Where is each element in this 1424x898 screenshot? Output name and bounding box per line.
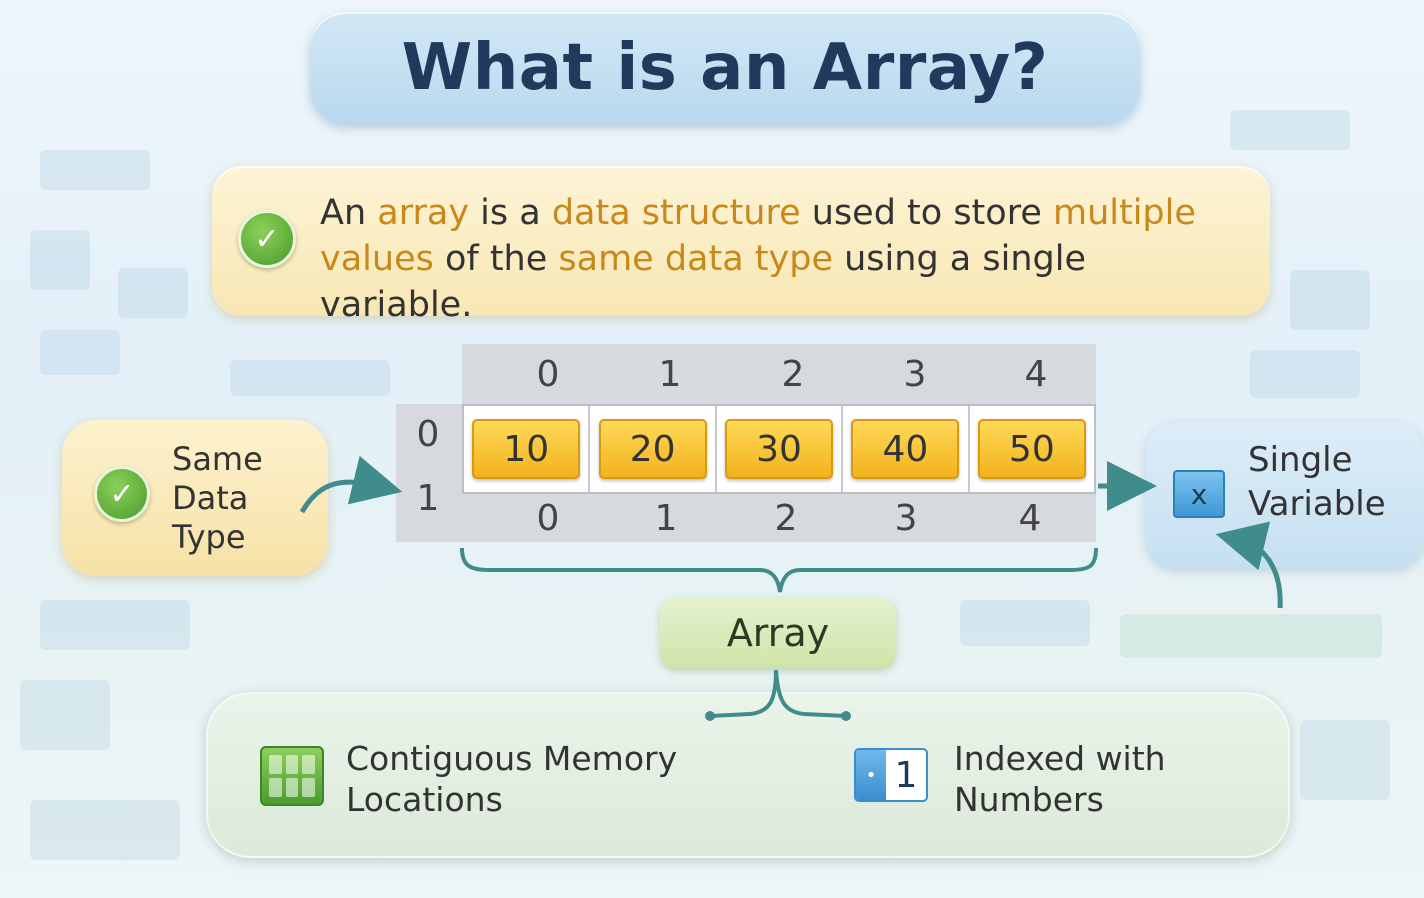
top-index: 1 xyxy=(658,354,682,395)
row-index: 1 xyxy=(416,478,440,519)
array-value: 40 xyxy=(851,419,960,479)
array-cell: 20 xyxy=(590,406,717,492)
variable-x-icon: x xyxy=(1173,470,1225,518)
features-box xyxy=(206,692,1290,858)
same-data-type-line: Type xyxy=(172,518,246,556)
index-number-icon: •1 xyxy=(854,748,928,802)
feature-indexed-numbers: Indexed with Numbers xyxy=(954,738,1166,820)
feature-contiguous-memory: Contiguous Memory Locations xyxy=(346,738,677,820)
array-value: 10 xyxy=(472,419,581,479)
features-brace xyxy=(709,669,847,718)
bottom-index: 3 xyxy=(894,498,918,539)
definition-highlight: same data type xyxy=(558,239,833,279)
definition-highlight: multiple values xyxy=(320,193,1196,279)
feature-line: Numbers xyxy=(954,780,1104,819)
top-index: 2 xyxy=(781,354,805,395)
definition-part: using a single variable. xyxy=(320,239,1086,325)
definition-part: used to store xyxy=(800,193,1053,233)
same-data-type-line: Data xyxy=(172,479,249,517)
check-icon: ✓ xyxy=(238,210,296,268)
array-value: 30 xyxy=(725,419,834,479)
single-variable-label: Single Variable xyxy=(1248,438,1386,526)
feature-line: Indexed with xyxy=(954,739,1166,778)
bottom-index: 0 xyxy=(536,498,560,539)
array-cell: 30 xyxy=(717,406,844,492)
array-value: 20 xyxy=(598,419,707,479)
top-index-bar xyxy=(462,344,1096,404)
single-variable-line: Variable xyxy=(1248,484,1386,524)
memory-grid-icon xyxy=(260,746,324,806)
definition-box xyxy=(212,166,1270,316)
variable-return-arrow xyxy=(1215,521,1283,609)
definition-part: An xyxy=(320,193,378,233)
bottom-index-bar xyxy=(462,494,1096,542)
definition-highlight: array xyxy=(377,193,470,233)
check-icon: ✓ xyxy=(94,466,150,522)
same-type-arrow xyxy=(299,455,403,514)
row-index: 0 xyxy=(416,414,440,455)
row-index-bar xyxy=(396,404,462,542)
bottom-index: 1 xyxy=(654,498,678,539)
definition-highlight: data structure xyxy=(551,193,801,233)
bottom-index: 4 xyxy=(1018,498,1042,539)
top-index: 4 xyxy=(1024,354,1048,395)
definition-part: is a xyxy=(469,193,552,233)
feature-line: Contiguous Memory xyxy=(346,739,678,778)
index-number-icon-text: 1 xyxy=(894,754,918,796)
array-cell: 10 xyxy=(464,406,591,492)
definition-part: of the xyxy=(433,239,559,279)
feature-line: Locations xyxy=(346,780,503,819)
same-data-type-label: Same Data Type xyxy=(172,440,263,557)
same-data-type-line: Same xyxy=(172,440,263,478)
array-cell: 40 xyxy=(843,406,970,492)
definition-text: An array is a data structure used to sto… xyxy=(320,190,1220,328)
top-index: 3 xyxy=(903,354,927,395)
array-brace xyxy=(460,547,1098,593)
single-variable-line: Single xyxy=(1248,440,1353,480)
bottom-index: 2 xyxy=(774,498,798,539)
array-value: 50 xyxy=(977,419,1086,479)
array-cells: 10 20 30 40 50 xyxy=(462,404,1096,494)
title-banner: What is an Array? xyxy=(310,12,1140,124)
array-label: Array xyxy=(660,598,896,668)
page-title: What is an Array? xyxy=(401,31,1049,105)
top-index: 0 xyxy=(536,354,560,395)
array-cell: 50 xyxy=(970,406,1094,492)
